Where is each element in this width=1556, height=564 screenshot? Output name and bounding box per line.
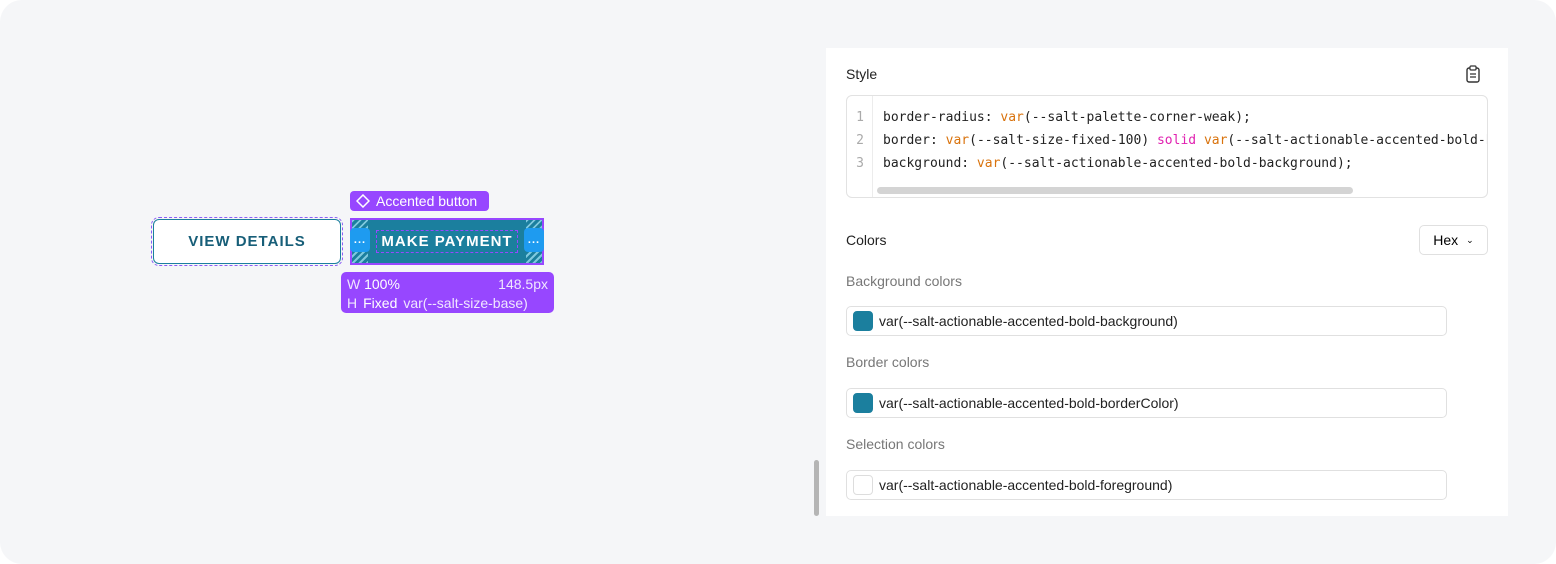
color-swatch[interactable]: [853, 475, 873, 495]
border-colors-label: Border colors: [846, 354, 930, 370]
make-payment-button[interactable]: ... ... MAKE PAYMENT: [350, 218, 544, 265]
colors-title: Colors: [846, 232, 887, 248]
component-diamond-icon: [356, 194, 370, 208]
line-number: 2: [856, 133, 864, 148]
line-numbers: 1 2 3: [847, 96, 873, 197]
color-token: var(--salt-actionable-accented-bold-fore…: [879, 477, 1173, 493]
color-format-dropdown[interactable]: Hex ⌄: [1419, 225, 1488, 255]
height-value: var(--salt-size-base): [403, 294, 528, 311]
color-swatch[interactable]: [853, 311, 873, 331]
button-label: VIEW DETAILS: [188, 233, 306, 250]
chevron-down-icon: ⌄: [1466, 234, 1474, 245]
component-tag: Accented button: [350, 191, 489, 211]
vertical-scrollbar[interactable]: [814, 460, 819, 516]
selection-colors-label: Selection colors: [846, 436, 945, 452]
component-name: Accented button: [376, 193, 478, 209]
code-line: border: var(--salt-size-fixed-100) solid…: [883, 133, 1487, 148]
color-swatch[interactable]: [853, 393, 873, 413]
inspector-panel: Style 1 2 3 border-radius: var(--salt-pa…: [826, 48, 1508, 516]
resize-handle-left[interactable]: ...: [350, 228, 370, 252]
button-label: MAKE PAYMENT: [376, 230, 518, 253]
border-color-field[interactable]: var(--salt-actionable-accented-bold-bord…: [846, 388, 1447, 418]
width-px: 148.5px: [498, 275, 548, 292]
horizontal-scrollbar[interactable]: [877, 187, 1353, 194]
view-details-button[interactable]: VIEW DETAILS: [151, 217, 343, 266]
line-number: 1: [856, 110, 864, 125]
resize-handle-right[interactable]: ...: [524, 228, 544, 252]
copy-clipboard-icon[interactable]: [1466, 65, 1480, 83]
color-token: var(--salt-actionable-accented-bold-bord…: [879, 395, 1179, 411]
size-badge: W 100% 148.5px H Fixed var(--salt-size-base…: [341, 272, 554, 313]
code-line: background: var(--salt-actionable-accent…: [883, 156, 1353, 171]
color-token: var(--salt-actionable-accented-bold-back…: [879, 313, 1178, 329]
width-value: 100%: [364, 275, 400, 292]
code-line: border-radius: var(--salt-palette-corner…: [883, 110, 1251, 125]
height-mode: Fixed: [363, 294, 398, 311]
line-number: 3: [856, 156, 864, 171]
style-code-block[interactable]: 1 2 3 border-radius: var(--salt-palette-…: [846, 95, 1488, 198]
style-title: Style: [846, 66, 878, 82]
background-color-field[interactable]: var(--salt-actionable-accented-bold-back…: [846, 306, 1447, 336]
background-colors-label: Background colors: [846, 273, 962, 289]
selection-color-field[interactable]: var(--salt-actionable-accented-bold-fore…: [846, 470, 1447, 500]
color-format-value: Hex: [1433, 232, 1459, 248]
width-label: W: [347, 275, 361, 292]
height-label: H: [347, 294, 358, 311]
